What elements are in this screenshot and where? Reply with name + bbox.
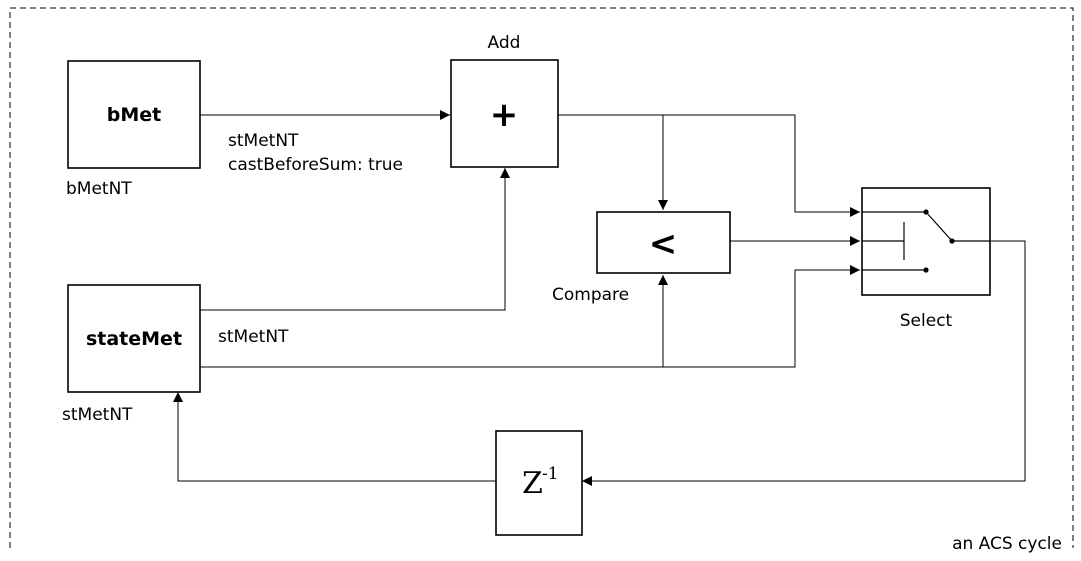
statemet-label: stateMet: [86, 328, 182, 350]
add-title: Add: [488, 33, 521, 53]
frame-border: [9, 7, 1074, 548]
wire-add-to-compare: [558, 114, 668, 210]
wire-select-to-delay: [582, 240, 1026, 486]
select-block: [861, 187, 991, 296]
cast-before-sum-label: castBeforeSum: true: [228, 155, 403, 175]
compare-block: <: [596, 211, 731, 274]
bmet-signal-type: stMetNT: [228, 131, 299, 151]
bmet-block: bMet: [67, 60, 201, 169]
add-block: +: [450, 59, 559, 168]
statemet-type-label: stMetNT: [62, 405, 133, 425]
delay-block: Z -1: [495, 430, 583, 536]
bmet-label: bMet: [107, 104, 161, 126]
statemet-block: stateMet: [67, 284, 201, 393]
connections: [173, 110, 1026, 486]
wire-statemet-feed: [200, 265, 860, 368]
wire-add-to-select: [558, 114, 860, 217]
statemet-signal-type: stMetNT: [218, 327, 289, 347]
select-title: Select: [900, 311, 953, 331]
plus-icon: +: [490, 95, 519, 135]
delay-exponent: -1: [542, 464, 559, 484]
frame-caption: an ACS cycle: [952, 534, 1062, 554]
wire-delay-to-statemet: [173, 392, 496, 482]
less-than-icon: <: [649, 224, 678, 264]
compare-title: Compare: [552, 285, 629, 305]
delay-symbol: Z: [522, 466, 543, 501]
switch-icon: [862, 209, 990, 273]
wire-statemet-to-add: [200, 168, 510, 311]
bmet-type-label: bMetNT: [66, 179, 132, 199]
